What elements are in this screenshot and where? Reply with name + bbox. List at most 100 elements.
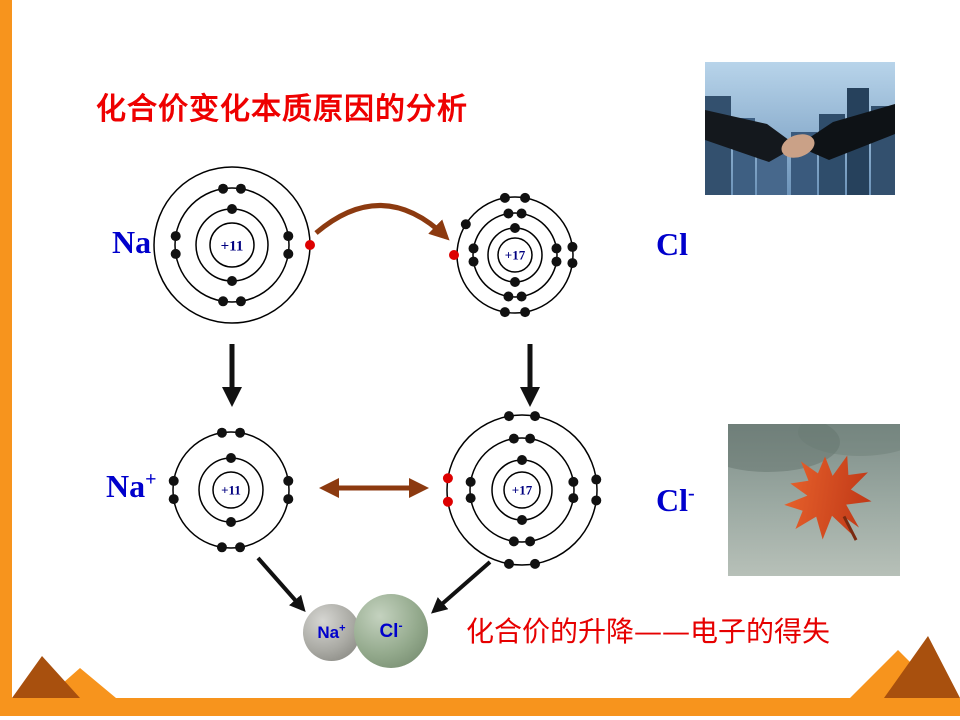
na-ion-atom: +11 (168, 427, 294, 553)
electron-dot (283, 494, 294, 505)
electron-dot (567, 241, 578, 252)
cl-ion-sphere-charge: - (398, 618, 403, 633)
electron-dot (567, 258, 578, 269)
electron-dot (591, 474, 602, 485)
cl-ion-atom-nucleus (503, 471, 541, 509)
na-ion-sphere: Na+ (303, 604, 360, 661)
na-atom-shell-2 (174, 187, 290, 303)
page-title: 化合价变化本质原因的分析 (96, 92, 468, 127)
electron-dot (235, 427, 246, 438)
electron-dot (517, 455, 527, 465)
na-label: Na (112, 226, 151, 258)
cl-atom: +17 (449, 192, 578, 318)
electron-dot (283, 475, 294, 486)
electron-dot (227, 276, 237, 286)
electron-dot (510, 277, 520, 287)
electron-transfer-arrow (314, 203, 450, 241)
electron-dot (216, 427, 227, 438)
electron-dot (168, 494, 179, 505)
cl-ion-atom-nucleus-charge: +17 (512, 483, 533, 498)
electron-dot (516, 208, 527, 219)
na-ion-label: Na+ (106, 468, 157, 504)
left-arm-shape (705, 110, 797, 162)
maple-leaf-illustration (728, 424, 900, 576)
na-ion-sphere-label: Na+ (317, 622, 346, 642)
electron-dot (460, 219, 471, 230)
electron-dot (168, 475, 179, 486)
electron-dot (218, 296, 229, 307)
handshake-photo (705, 62, 895, 195)
cl-ion-label-text: Cl (656, 482, 688, 518)
electron-dot (170, 231, 181, 242)
na-atom-nucleus-charge: +11 (221, 238, 244, 254)
na-ion-sphere-charge: + (339, 622, 346, 635)
na-atom-nucleus (209, 222, 255, 268)
bottom-border (0, 636, 960, 716)
cl-ion-atom: +17 (442, 411, 602, 569)
cl-atom-nucleus (497, 237, 533, 273)
electron-dot (525, 536, 536, 547)
na-ion-sphere-text: Na (317, 623, 340, 642)
electron-dot (235, 183, 246, 194)
electron-dot (503, 291, 514, 302)
bottom-band (0, 698, 960, 716)
cl-atom-shell-2 (472, 212, 558, 298)
electron-dot (499, 307, 510, 318)
cl-label-text: Cl (656, 226, 688, 262)
electron-dot (517, 515, 527, 525)
na-atom: +11 (153, 166, 315, 324)
electron-dot (503, 558, 514, 569)
electron-dot (525, 433, 536, 444)
na-ion-to-compound-arrow (256, 556, 306, 612)
electron-dot (283, 231, 294, 242)
left-accent-bar (0, 0, 12, 700)
cl-ion-label-charge: - (688, 482, 695, 505)
electron-dot (170, 248, 181, 259)
hands-shape (781, 134, 815, 158)
cl-ion-sphere: Cl- (354, 594, 428, 668)
right-arm-shape (797, 104, 895, 160)
electron-dot (226, 453, 236, 463)
na-ion-atom-nucleus-charge: +11 (221, 483, 241, 498)
electron-dot (520, 192, 531, 203)
electron-dot (468, 256, 479, 267)
maple-leaf-icon (784, 455, 872, 541)
cl-ion-atom-shell-2 (469, 437, 575, 543)
electron-dot (508, 536, 519, 547)
electron-dot (530, 411, 541, 422)
electron-dot (218, 183, 229, 194)
electron-dot (226, 517, 236, 527)
cl-atom-nucleus-charge: +17 (505, 248, 526, 263)
cl-ion-sphere-label: Cl- (379, 619, 402, 642)
electron-dot (508, 433, 519, 444)
electron-dot (468, 243, 479, 254)
maple-leaf-photo (728, 424, 900, 576)
electron-dot (216, 542, 227, 553)
bottom-triangle-left-dark (12, 656, 80, 698)
cl-ion-to-compound-arrow (430, 560, 492, 614)
electron-dot (465, 476, 476, 487)
bottom-triangle-right-dark (884, 636, 960, 698)
transferred-electron-dot (442, 496, 453, 507)
na-ion-atom-nucleus (212, 471, 250, 509)
electron-dot (235, 542, 246, 553)
electron-dot (568, 493, 579, 504)
cl-ion-label: Cl- (656, 482, 695, 518)
cl-ion-sphere-text: Cl (379, 620, 399, 642)
electron-dot (530, 558, 541, 569)
electron-dot (503, 208, 514, 219)
na-label-text: Na (112, 224, 152, 260)
na-ion-label-text: Na (106, 468, 146, 504)
na-ion-label-charge: + (145, 468, 157, 491)
conclusion-text: 化合价的升降——电子的得失 (466, 615, 831, 648)
na-ion-atom-shell-2 (172, 431, 290, 549)
electron-dot (465, 493, 476, 504)
electron-dot (227, 204, 237, 214)
electron-dot (551, 256, 562, 267)
cl-ion-atom-shell-3 (446, 414, 598, 566)
transferred-electron-dot (305, 240, 315, 250)
cl-label: Cl (656, 228, 688, 260)
electron-dot (235, 296, 246, 307)
